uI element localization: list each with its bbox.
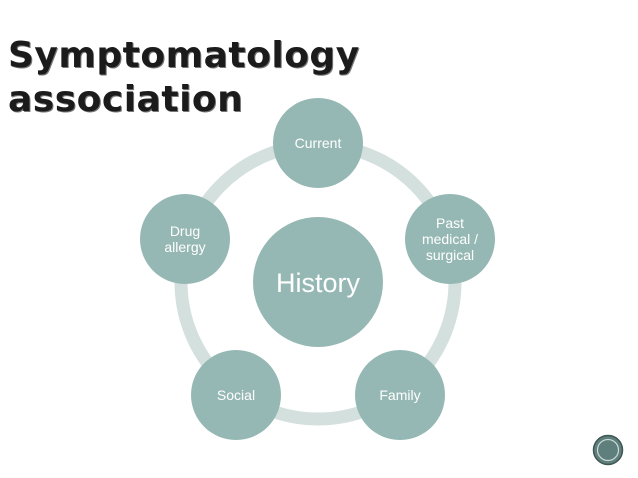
node-past-label-line-1: Past (436, 215, 464, 231)
node-social: Social (191, 350, 281, 440)
node-drug-label-line-2: allergy (164, 239, 205, 255)
title-line-2: association (8, 79, 244, 120)
center-node: History (253, 217, 383, 347)
node-drug-allergy: Drug allergy (140, 194, 230, 284)
circle-nav-icon (592, 434, 624, 466)
node-past-label-line-3: surgical (426, 247, 474, 263)
title-line-1: Symptomatology (8, 35, 360, 76)
center-node-label: History (276, 268, 361, 298)
node-current-label: Current (295, 135, 342, 151)
node-drug-label-line-1: Drug (170, 223, 200, 239)
node-family: Family (355, 350, 445, 440)
node-current: Current (273, 98, 363, 188)
node-past-medical-surgical: Past medical / surgical (405, 194, 495, 284)
node-social-label: Social (217, 387, 255, 403)
node-family-label: Family (379, 387, 420, 403)
node-past-label-line-2: medical / (422, 231, 478, 247)
slide-nav-button[interactable] (592, 434, 624, 466)
slide-title: Symptomatology association (8, 34, 360, 122)
